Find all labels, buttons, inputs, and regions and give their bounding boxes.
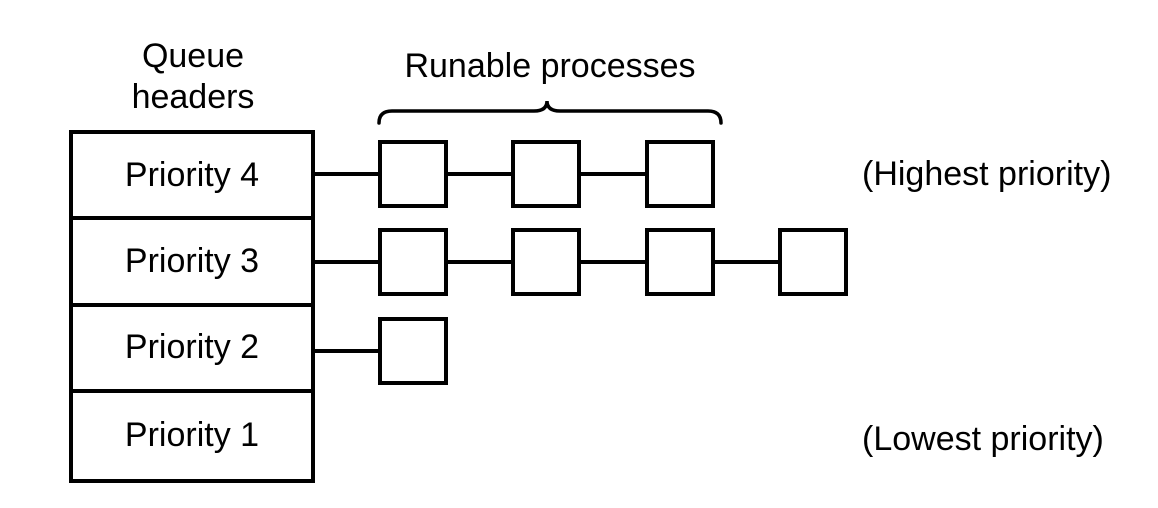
- annotation-highest-priority: (Highest priority): [862, 154, 1112, 193]
- queue-row-label: Priority 3: [124, 241, 260, 280]
- queue-row-priority-4: Priority 4: [73, 134, 311, 221]
- process-box-priority-3-2: [511, 228, 581, 296]
- process-link-priority-3: [713, 260, 782, 264]
- process-box-priority-4-3: [645, 140, 715, 208]
- process-link-priority-4: [446, 172, 515, 176]
- process-link-priority-4: [313, 172, 382, 176]
- process-link-priority-2: [313, 349, 382, 353]
- process-box-priority-4-2: [511, 140, 581, 208]
- queue-headers-label: Queue headers: [131, 37, 255, 116]
- process-box-priority-3-1: [378, 228, 448, 296]
- queue-row-label: Priority 2: [124, 328, 260, 367]
- queue-row-priority-1: Priority 1: [73, 393, 311, 479]
- queue-row-priority-3: Priority 3: [73, 220, 311, 307]
- process-link-priority-4: [579, 172, 649, 176]
- process-box-priority-3-4: [778, 228, 848, 296]
- queue-row-priority-2: Priority 2: [73, 307, 311, 393]
- queue-row-label: Priority 1: [124, 416, 260, 455]
- process-link-priority-3: [313, 260, 382, 264]
- process-box-priority-4-1: [378, 140, 448, 208]
- process-link-priority-3: [446, 260, 515, 264]
- queue-headers-table: Priority 4 Priority 3 Priority 2 Priority 1: [69, 130, 315, 483]
- queue-row-label: Priority 4: [124, 155, 260, 194]
- process-box-priority-3-3: [645, 228, 715, 296]
- annotation-lowest-priority: (Lowest priority): [862, 419, 1104, 458]
- runable-processes-label: Runable processes: [404, 47, 696, 85]
- process-box-priority-2-1: [378, 317, 448, 385]
- process-link-priority-3: [579, 260, 649, 264]
- brace-icon: [377, 100, 723, 125]
